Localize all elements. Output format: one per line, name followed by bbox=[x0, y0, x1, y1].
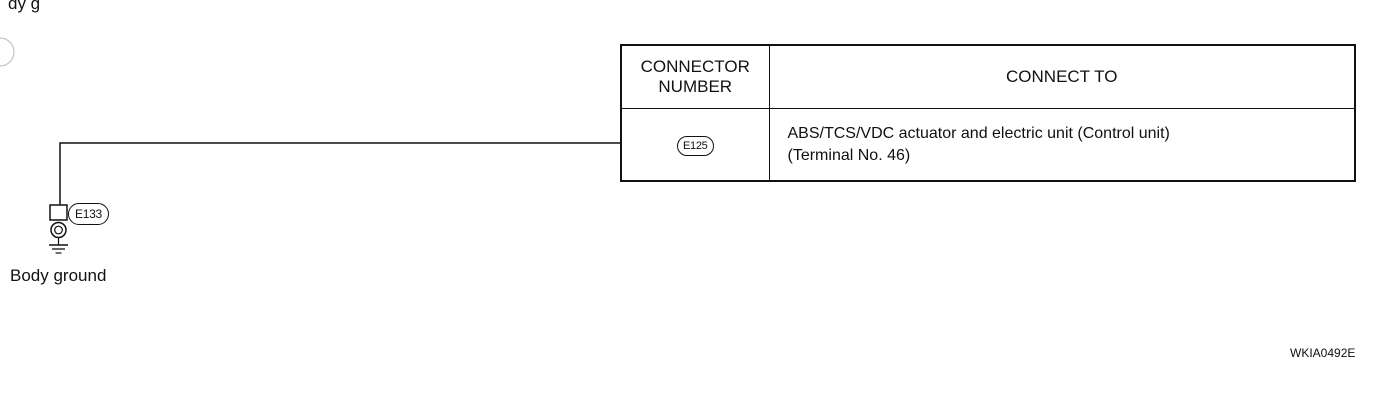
row-description-line2: (Terminal No. 46) bbox=[787, 146, 911, 164]
connector-block bbox=[49, 204, 68, 221]
top-fragment-text: dy g bbox=[8, 0, 41, 13]
ground-terminal-inner bbox=[54, 225, 63, 235]
table-header-row: CONNECTOR NUMBER CONNECT TO bbox=[620, 44, 1356, 109]
row-connector-cell: E125 bbox=[620, 108, 770, 182]
row-description-line1: ABS/TCS/VDC actuator and electric unit (… bbox=[787, 124, 1170, 142]
header-connector-number-line1: CONNECTOR bbox=[640, 57, 750, 76]
header-connect-to: CONNECT TO bbox=[768, 44, 1356, 109]
wire-line bbox=[59, 142, 620, 205]
edge-circle-fragment bbox=[0, 37, 15, 67]
header-connector-number-line2: NUMBER bbox=[658, 77, 733, 96]
ground-connector-tag: E133 bbox=[68, 203, 109, 225]
row-description-cell: ABS/TCS/VDC actuator and electric unit (… bbox=[768, 108, 1356, 182]
connector-table: CONNECTOR NUMBER CONNECT TO E125 ABS/TCS… bbox=[620, 44, 1356, 182]
figure-code: WKIA0492E bbox=[1290, 346, 1356, 360]
table-row: E125 ABS/TCS/VDC actuator and electric u… bbox=[620, 108, 1356, 182]
header-connector-number: CONNECTOR NUMBER bbox=[620, 44, 770, 109]
connector-tag: E125 bbox=[677, 135, 714, 156]
ground-label: Body ground bbox=[10, 266, 107, 285]
